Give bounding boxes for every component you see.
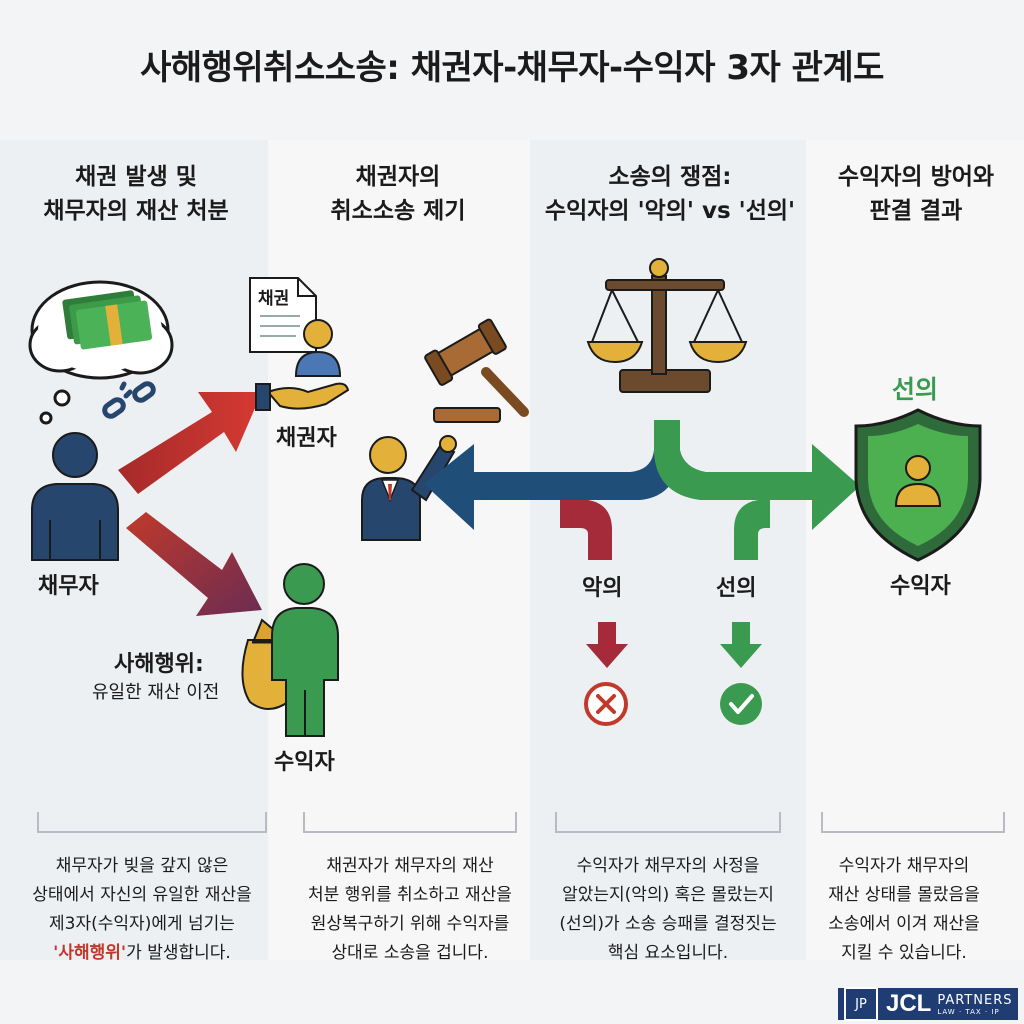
lawyer-person-icon [361,435,457,541]
arrow-debtor-to-creditor [118,392,262,494]
debtor-person-icon [31,432,119,561]
gavel-icon [424,318,529,423]
beneficiary-person-icon [271,563,339,737]
column-band-2 [268,140,530,960]
brand-line2: LAW · TAX · IP [937,1007,1000,1016]
bracket-3 [555,812,781,833]
giving-hand-icon [255,382,350,411]
doc-text: 채권 [258,289,290,309]
page-title: 사해행위취소소송: 채권자-채무자-수익자 3자 관계도 [140,48,884,88]
description-3: 수익자가 채무자의 사정을 알았는지(악의) 혹은 몰랐는지 (선의)가 소송 … [559,856,777,963]
bracket-1 [37,812,267,833]
check-circle-icon [720,683,762,725]
bad-faith-label: 악의 [582,576,623,601]
debtor-label: 채무자 [38,574,99,599]
shield-icon [854,408,982,562]
fraud-act-label: 사해행위: [114,652,204,677]
branch-good-faith [734,500,770,560]
creditor-label: 채권자 [276,426,337,451]
description-4: 수익자가 채무자의 재산 상태를 몰랐음을 소송에서 이겨 재산을 지킬 수 있… [828,856,980,963]
arrow-down-good-faith [720,622,762,668]
arrow-scale-to-shield [654,420,860,530]
branch-bad-faith [560,500,612,560]
description-1: 채무자가 빚을 갚지 않은 상태에서 자신의 유일한 재산을 제3자(수익자)에… [32,856,252,963]
justice-scale-icon [586,258,748,393]
column-heading-3: 소송의 쟁점:수익자의 '악의' vs '선의' [544,164,796,224]
brand-logo: JP JCL PARTNERS LAW · TAX · IP [838,987,1018,1021]
broken-chain-icon [102,381,156,419]
description-2: 채권자가 채무자의 재산 처분 행위를 취소하고 재산을 원상복구하기 위해 수… [308,856,512,963]
arrow-debtor-to-beneficiary [126,512,262,616]
beneficiary-label-right: 수익자 [890,574,951,599]
brand-name: JCL [886,990,932,1017]
fraud-act-sub-label: 유일한 재산 이전 [92,682,220,703]
cross-circle-icon [584,682,628,726]
good-faith-top-label: 선의 [892,375,939,404]
good-faith-label: 선의 [716,576,757,601]
beneficiary-label-left: 수익자 [274,750,335,775]
creditor-person-icon [294,319,342,377]
money-thought-cloud-icon [28,280,174,425]
brand-mark-icon: JP [844,987,878,1021]
arrow-down-bad-faith [586,622,628,668]
arrow-scale-to-creditor [424,420,680,530]
brand-line1: PARTNERS [937,992,1013,1008]
bracket-4 [821,812,1005,833]
column-band-3 [530,140,806,960]
bracket-2 [303,812,517,833]
